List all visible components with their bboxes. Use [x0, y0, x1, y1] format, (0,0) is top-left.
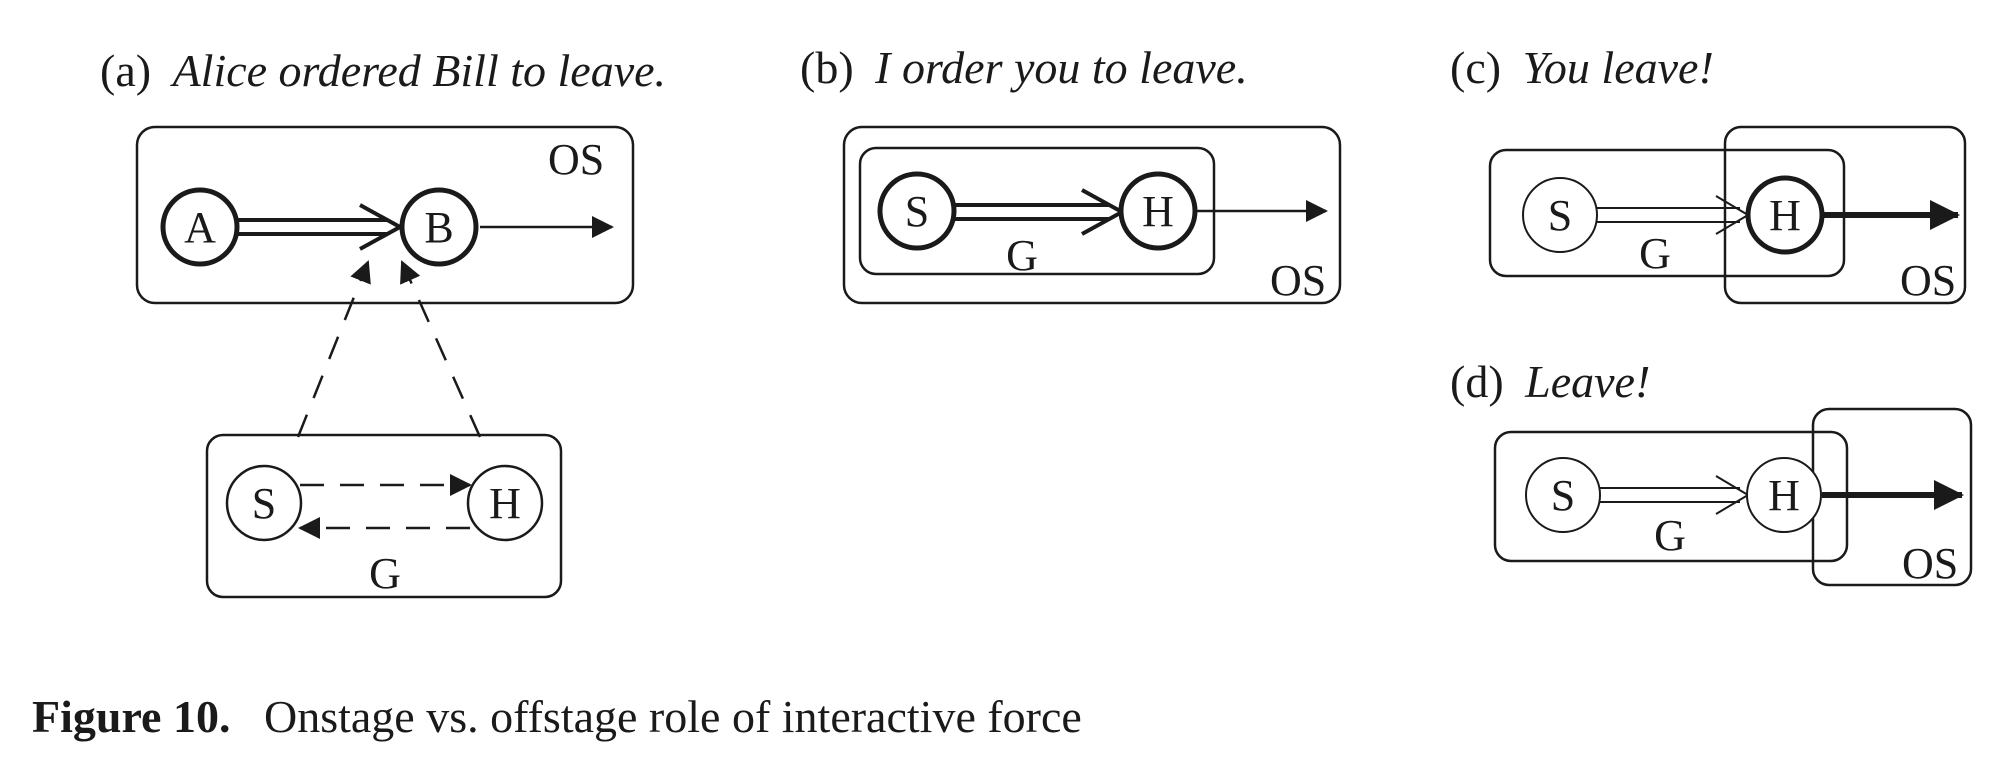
panel-b: (b) I order you to leave. OS G S H	[800, 42, 1342, 305]
panel-a-onstage-box	[135, 125, 635, 305]
panel-d: (d) Leave! G OS S H	[1450, 356, 1973, 588]
panel-b-onstage-label: OS	[1270, 256, 1326, 305]
panel-b-node-s-label: S	[905, 187, 929, 236]
panel-c-ground-label: G	[1639, 229, 1671, 278]
panel-a-dashed-up-left	[296, 260, 371, 438]
panel-c-sentence: You leave!	[1523, 42, 1714, 93]
panel-a-node-s-label: S	[252, 479, 276, 528]
panel-d-node-s-label: S	[1551, 471, 1575, 520]
panel-a-node-b-label: B	[424, 203, 453, 252]
panel-d-title: (d) Leave!	[1450, 356, 1650, 407]
panel-d-onstage-label: OS	[1902, 539, 1958, 588]
panel-c-onstage-box	[1723, 125, 1967, 305]
panel-c-node-s: S	[1522, 177, 1598, 253]
panel-a-ground-label: G	[369, 549, 401, 598]
panel-c-tag: (c)	[1450, 42, 1501, 93]
panel-a-ground-box	[205, 433, 563, 599]
panel-a-node-h: H	[466, 464, 544, 542]
panel-b-node-s: S	[877, 171, 957, 251]
figure-caption: Figure 10. Onstage vs. offstage role of …	[32, 691, 1082, 742]
panel-a-onstage-label: OS	[548, 135, 604, 184]
panel-a-tag: (a)	[100, 45, 151, 96]
panel-a-node-a-label: A	[184, 203, 216, 252]
panel-b-node-h-label: H	[1142, 187, 1174, 236]
panel-c-node-s-label: S	[1548, 191, 1572, 240]
panel-a: (a) Alice ordered Bill to leave. OS A B …	[100, 45, 666, 599]
panel-a-force-arrow	[235, 203, 405, 251]
panel-d-node-h: H	[1746, 457, 1822, 533]
panel-d-force-arrow	[1600, 475, 1750, 515]
panel-a-title: (a) Alice ordered Bill to leave.	[100, 45, 666, 96]
panel-c-title: (c) You leave!	[1450, 42, 1714, 93]
figure-caption-text: Onstage vs. offstage role of interactive…	[264, 691, 1082, 742]
panel-b-force-arrow	[952, 188, 1127, 236]
panel-b-ground-label: G	[1006, 231, 1038, 280]
panel-c: (c) You leave! G OS S H	[1450, 42, 1967, 305]
panel-a-node-a: A	[160, 187, 240, 267]
panel-d-node-s: S	[1525, 457, 1601, 533]
panel-a-node-s: S	[225, 464, 303, 542]
figure-caption-number: Figure 10.	[32, 691, 230, 742]
panel-c-onstage-label: OS	[1900, 256, 1956, 305]
panel-a-sentence: Alice ordered Bill to leave.	[170, 45, 666, 96]
panel-d-ground-label: G	[1654, 511, 1686, 560]
panel-b-tag: (b)	[800, 42, 854, 93]
panel-a-node-b: B	[399, 187, 479, 267]
panel-b-title: (b) I order you to leave.	[800, 42, 1248, 93]
panel-b-onstage-box	[842, 125, 1342, 305]
panel-d-node-h-label: H	[1768, 471, 1800, 520]
panel-c-node-h-label: H	[1769, 191, 1801, 240]
panel-a-dashed-up-right	[400, 260, 482, 438]
panel-b-node-h: H	[1118, 171, 1198, 251]
panel-c-node-h: H	[1745, 175, 1825, 255]
panel-b-sentence: I order you to leave.	[874, 42, 1248, 93]
panel-a-node-h-label: H	[489, 479, 521, 528]
panel-d-sentence: Leave!	[1524, 356, 1650, 407]
panel-d-tag: (d)	[1450, 356, 1504, 407]
